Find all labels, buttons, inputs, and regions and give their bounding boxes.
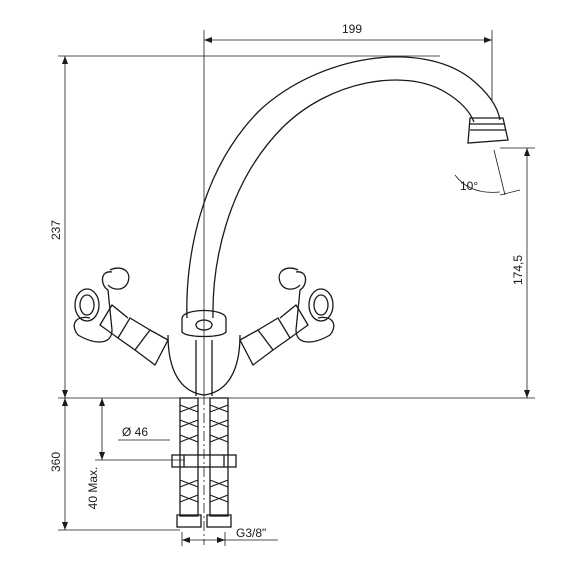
angle-10: 10° <box>460 179 478 193</box>
supply-hoses <box>179 397 229 517</box>
diameter-46: Ø 46 <box>122 425 148 439</box>
spout <box>186 56 509 319</box>
right-valve <box>239 304 309 366</box>
right-handle <box>278 267 335 343</box>
dimension-arrowheads <box>62 37 530 543</box>
hose-fittings <box>176 514 232 528</box>
hose-braiding <box>179 404 229 503</box>
faucet-body <box>167 309 241 396</box>
dimension-360: 360 <box>49 452 63 472</box>
dimension-lines <box>58 30 535 546</box>
dimension-199: 199 <box>342 22 362 36</box>
dimension-40-max: 40 Max. <box>86 467 100 510</box>
left-valve <box>99 304 169 366</box>
left-handle <box>73 267 130 343</box>
dimension-174-5: 174,5 <box>511 255 525 285</box>
dimension-237: 237 <box>49 220 63 240</box>
mounting-nut <box>171 454 237 468</box>
thread-g3-8: G3/8" <box>236 526 266 540</box>
